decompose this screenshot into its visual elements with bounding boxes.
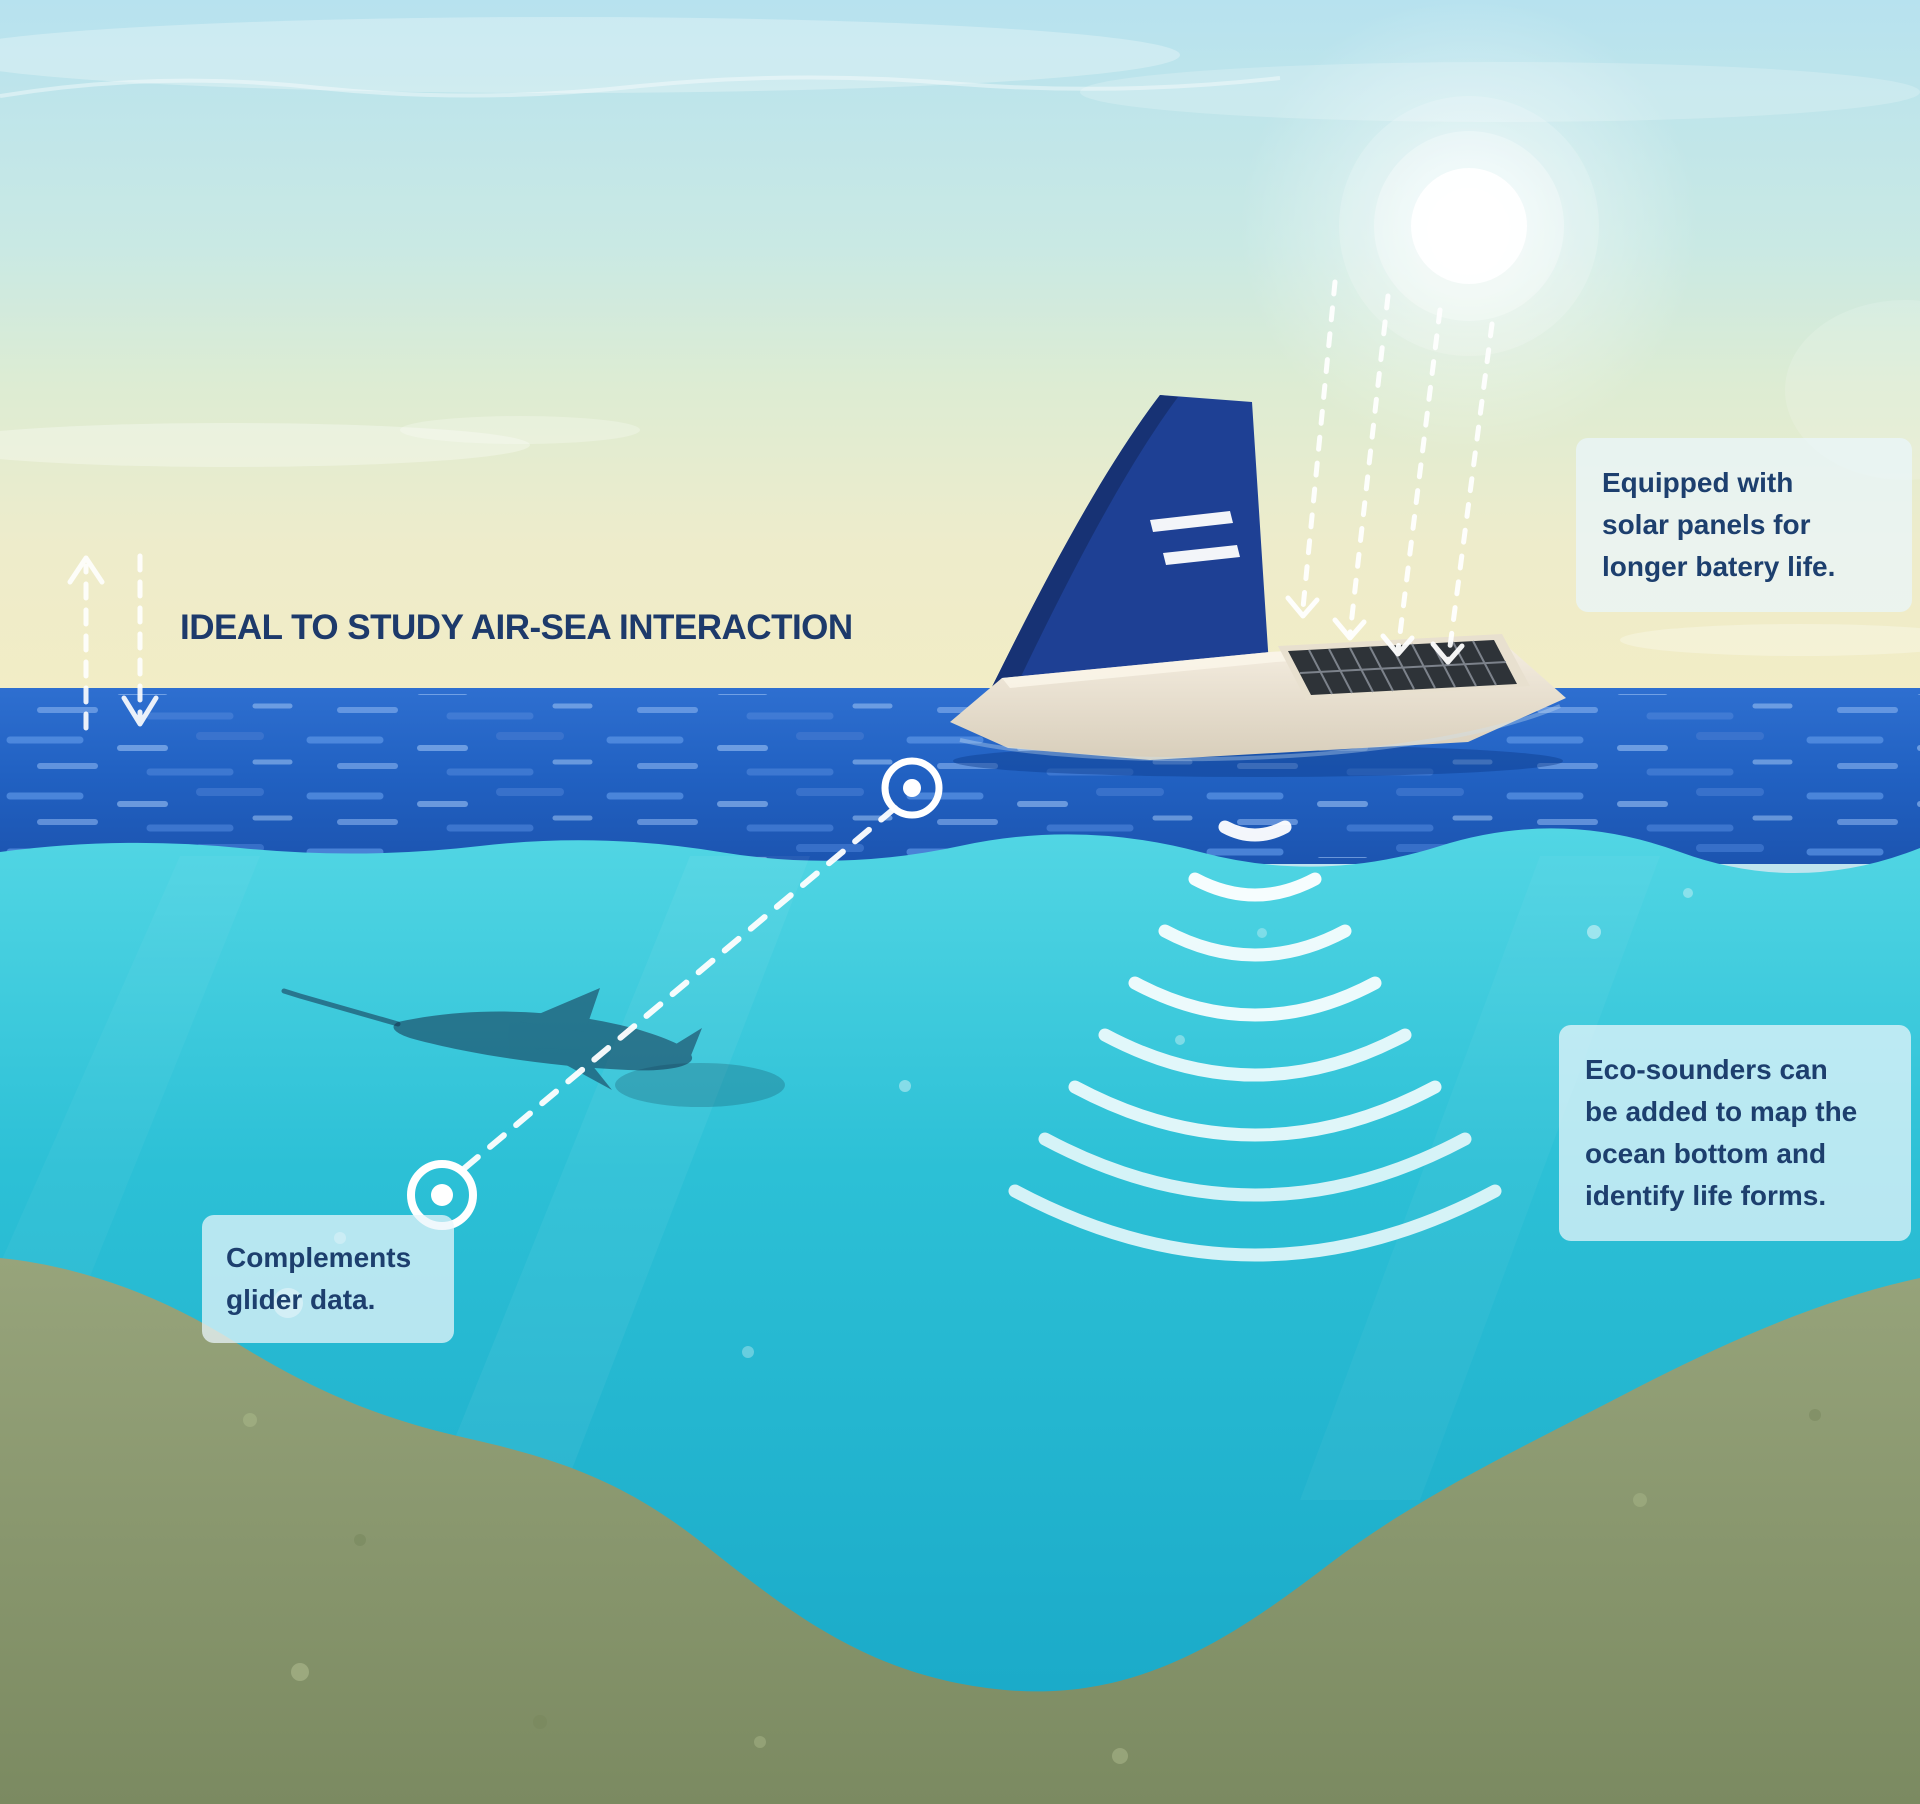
callout-echo-sounders: Eco-sounders can be added to map the oce… [1559, 1025, 1911, 1241]
sand-speckles [243, 1409, 1821, 1764]
waterline-foam [959, 704, 1561, 762]
sun-icon [1239, 0, 1699, 456]
callout-glider-data: Complements glider data. [202, 1215, 454, 1343]
air-sea-arrows-icon [67, 553, 159, 731]
underwater-glider-icon [281, 988, 785, 1107]
callout-echo-line-2: be added to map the [1585, 1096, 1858, 1127]
sail [989, 395, 1270, 693]
callout-echo-line-4: identify life forms. [1585, 1180, 1827, 1211]
callout-solar-line-3: longer batery life. [1602, 551, 1836, 582]
sail-stripes [1150, 511, 1240, 565]
sail-shading [989, 395, 1178, 693]
callout-solar-line-1: Equipped with [1602, 467, 1794, 498]
seafloor [0, 1258, 1920, 1804]
callout-glider-line-2: glider data. [226, 1284, 376, 1315]
saildrone-icon [950, 395, 1566, 777]
comm-link-icon [457, 805, 898, 1175]
callout-echo-line-3: ocean bottom and [1585, 1138, 1827, 1169]
underwater-light-rays [0, 856, 1660, 1500]
waypoint-target-icon-surface [881, 757, 943, 819]
callout-solar-line-2: solar panels for [1602, 509, 1811, 540]
sonar-arcs-icon [1008, 820, 1502, 1262]
sun-rays-icon [1285, 279, 1495, 665]
callout-solar-panels: Equipped with solar panels for longer ba… [1576, 438, 1912, 612]
solar-panel-icon [1278, 634, 1530, 700]
callout-echo-line-1: Eco-sounders can [1585, 1054, 1828, 1085]
callout-glider-line-1: Complements [226, 1242, 412, 1273]
headline-air-sea-interaction: IDEAL TO STUDY AIR-SEA INTERACTION [180, 608, 853, 647]
clouds [0, 17, 1920, 656]
